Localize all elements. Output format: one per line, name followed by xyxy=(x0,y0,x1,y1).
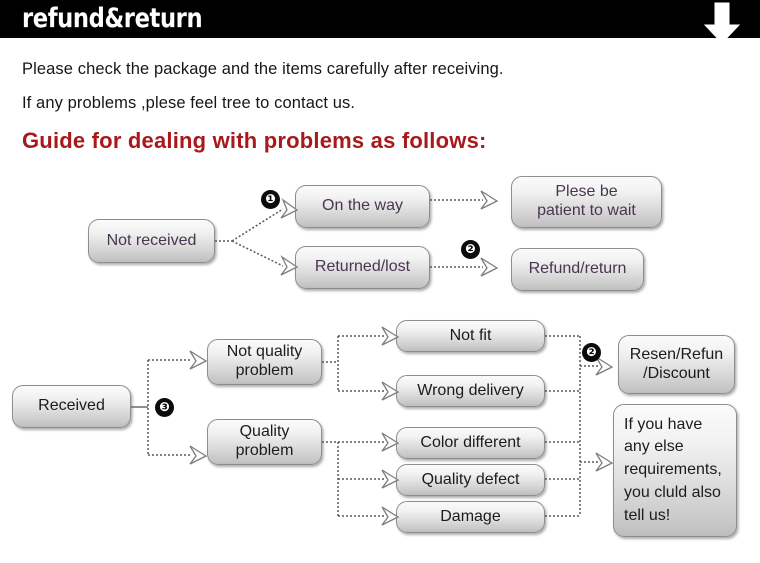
intro-text-line-1: Please check the package and the items c… xyxy=(22,60,504,78)
flow-box-line-1: Not quality xyxy=(226,343,303,361)
badge-step-2-top: ❷ xyxy=(461,240,480,259)
intro-text-line-2: If any problems ,plese feel tree to cont… xyxy=(22,94,356,112)
note-line-3: requirements, xyxy=(624,461,722,479)
flow-box-line-2: patient to wait xyxy=(537,202,636,219)
flow-box-line-1: Resen/Refun xyxy=(629,345,724,363)
header-bar xyxy=(0,0,760,38)
note-line-2: any else xyxy=(624,438,684,456)
flow-box-reason-damage[interactable]: Damage xyxy=(396,501,545,533)
flow-box-reason-not-fit[interactable]: Not fit xyxy=(396,320,545,352)
flow-box-not-quality-problem[interactable]: Not quality problem xyxy=(207,339,322,385)
section-heading: Guide for dealing with problems as follo… xyxy=(22,128,487,153)
note-line-4: you cluld also xyxy=(624,483,721,501)
flow-box-line-2: /Discount xyxy=(643,364,710,382)
arrow-down-icon xyxy=(703,2,741,44)
flow-box-quality-problem[interactable]: Quality problem xyxy=(207,419,322,465)
flow-box-received[interactable]: Received xyxy=(12,385,131,428)
badge-step-2-bottom: ❷ xyxy=(582,343,601,362)
flow-box-on-the-way[interactable]: On the way xyxy=(295,185,430,228)
badge-step-3: ❸ xyxy=(155,398,174,417)
flow-box-reason-color-different[interactable]: Color different xyxy=(396,427,545,459)
flow-box-line-1: Plese be xyxy=(555,183,618,201)
note-line-1: If you have xyxy=(624,415,703,433)
page-title: refund&return xyxy=(22,3,203,34)
flow-box-not-received[interactable]: Not received xyxy=(88,219,215,263)
badge-step-1: ❶ xyxy=(261,190,280,209)
flow-box-line-1: Quality xyxy=(239,423,290,441)
flow-box-line-2: problem xyxy=(235,442,294,459)
note-line-5: tell us! xyxy=(624,506,671,524)
flow-box-additional-requirements-note[interactable]: If you have any else requirements, you c… xyxy=(613,404,737,537)
flow-box-reason-quality-defect[interactable]: Quality defect xyxy=(396,464,545,496)
flow-box-refund-return[interactable]: Refund/return xyxy=(511,248,644,291)
flow-box-resend-refund-discount[interactable]: Resen/Refun /Discount xyxy=(618,335,735,394)
flow-box-line-2: problem xyxy=(235,362,294,379)
flow-box-reason-wrong-delivery[interactable]: Wrong delivery xyxy=(396,375,545,407)
flow-box-plese-be-patient[interactable]: Plese be patient to wait xyxy=(511,176,662,228)
flow-box-returned-lost[interactable]: Returned/lost xyxy=(295,246,430,289)
